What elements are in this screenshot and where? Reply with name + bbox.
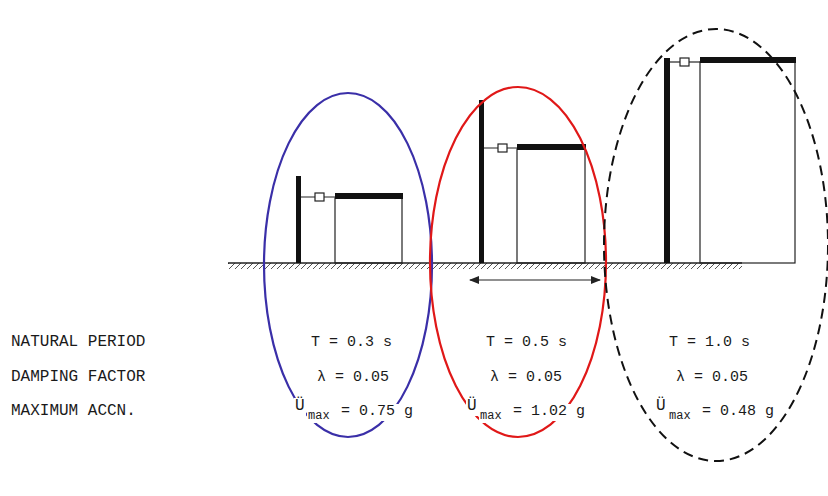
- period-value: T = 0.3 s: [310, 335, 393, 352]
- accel-subscript: max: [479, 410, 503, 423]
- damping-value: λ = 0.05: [675, 370, 749, 387]
- highlight-ellipse: [264, 93, 432, 437]
- row-heading: DAMPING FACTOR: [10, 369, 146, 387]
- highlight-ellipse: [430, 87, 606, 437]
- highlight-ellipse: [604, 29, 828, 461]
- damping-value: λ = 0.05: [489, 370, 563, 387]
- accel-symbol: Ü: [466, 398, 478, 416]
- accel-subscript: max: [668, 410, 692, 423]
- row-heading: MAXIMUM ACCN.: [10, 403, 137, 421]
- accel-value: = 0.48 g: [701, 404, 775, 421]
- building-tall: [664, 57, 796, 263]
- accel-symbol: Ü: [294, 398, 306, 416]
- period-value: T = 0.5 s: [485, 335, 568, 352]
- period-value: T = 1.0 s: [668, 335, 751, 352]
- accel-value: = 1.02 g: [512, 404, 586, 421]
- ground-hatch: [228, 263, 742, 269]
- row-heading: NATURAL PERIOD: [10, 334, 146, 352]
- accel-symbol: Ü: [655, 398, 667, 416]
- accel-subscript: max: [307, 410, 331, 423]
- accel-value: = 0.75 g: [340, 404, 414, 421]
- building-medium: [470, 100, 600, 280]
- building-short: [296, 176, 403, 263]
- damping-value: λ = 0.05: [316, 370, 390, 387]
